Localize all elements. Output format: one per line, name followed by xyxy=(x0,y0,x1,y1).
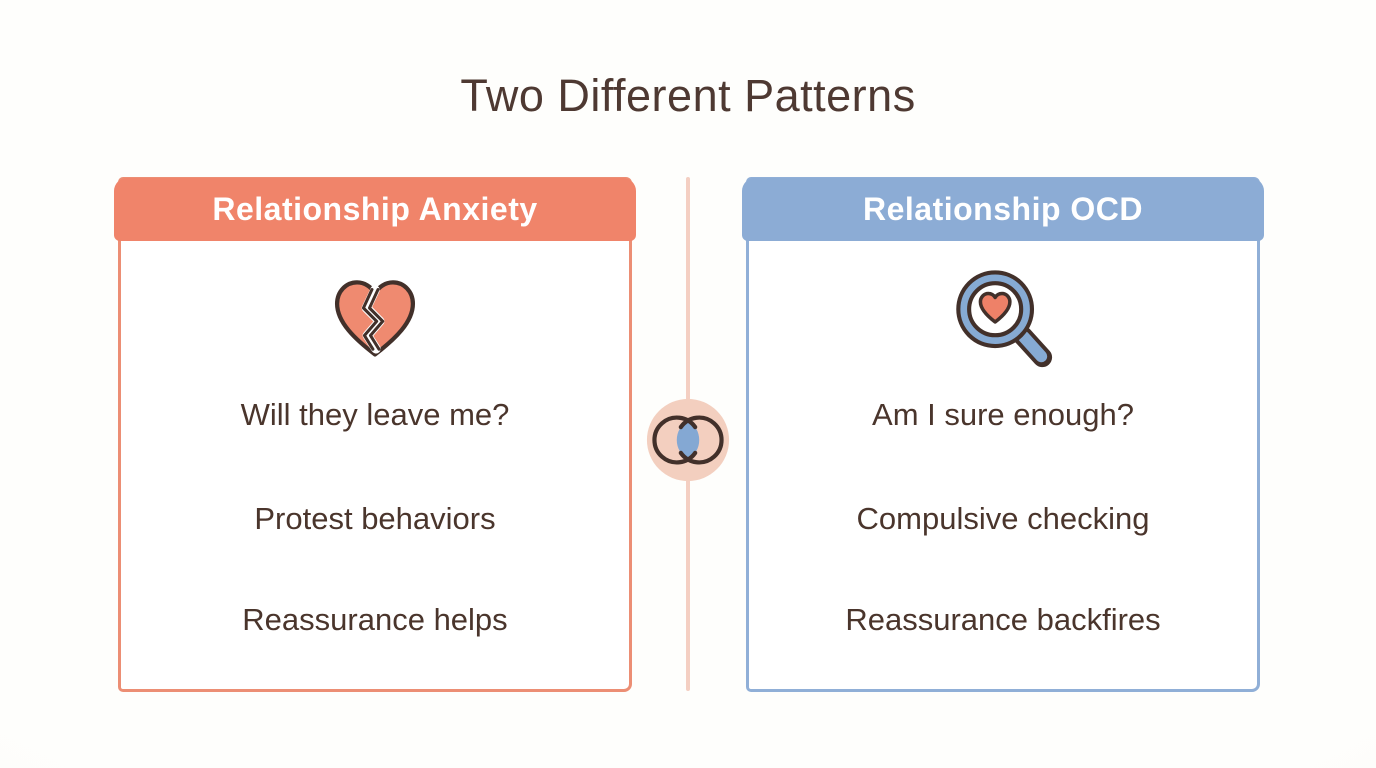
panel-relationship-anxiety: Relationship Anxiety Will they leave me?… xyxy=(114,177,636,692)
panel-anxiety-title: Relationship Anxiety xyxy=(212,191,538,227)
ocd-item-2: Compulsive checking xyxy=(856,501,1150,536)
interlocking-rings-icon xyxy=(646,398,730,482)
ocd-item-3: Reassurance backfires xyxy=(845,602,1161,637)
anxiety-item-1: Will they leave me? xyxy=(240,397,510,432)
page-title: Two Different Patterns xyxy=(460,70,916,121)
anxiety-item-2: Protest behaviors xyxy=(254,501,496,536)
panel-ocd-header: Relationship OCD xyxy=(742,178,1264,241)
panel-anxiety-header: Relationship Anxiety xyxy=(114,178,636,241)
panel-ocd-title: Relationship OCD xyxy=(862,191,1143,227)
broken-heart-icon xyxy=(121,272,629,362)
ocd-item-1: Am I sure enough? xyxy=(872,397,1134,432)
panel-relationship-ocd: Relationship OCD Am I sure enough? Compu… xyxy=(742,177,1264,692)
anxiety-item-3: Reassurance helps xyxy=(242,602,508,637)
magnifying-glass-heart-icon xyxy=(749,263,1257,379)
